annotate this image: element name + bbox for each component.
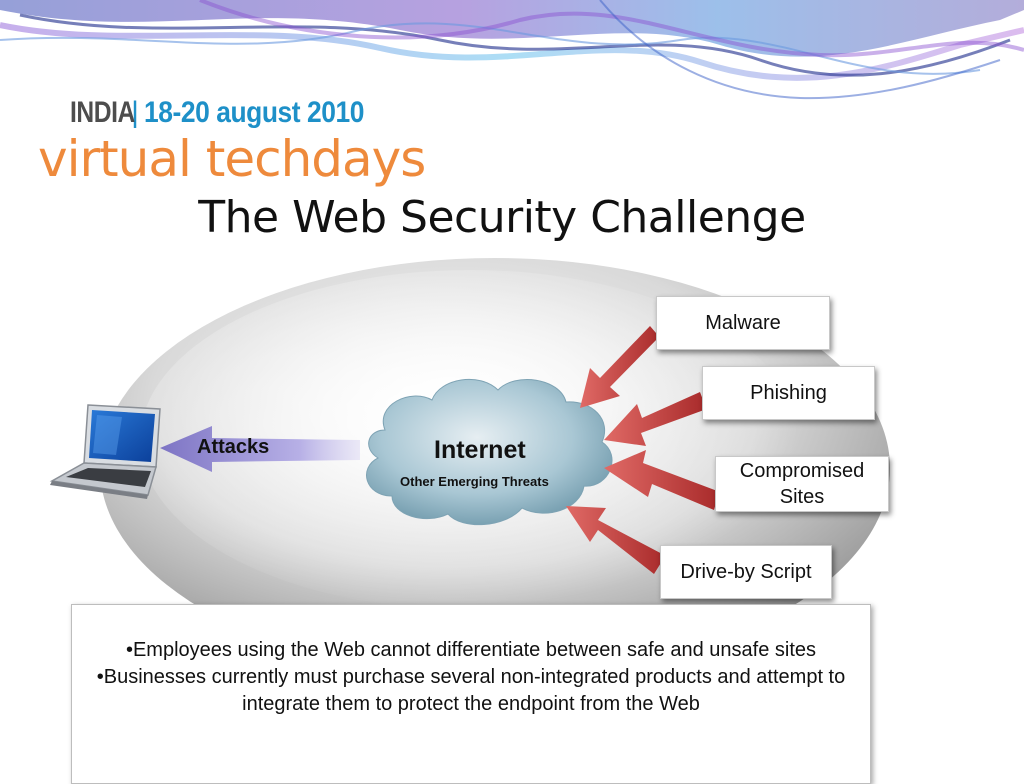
- phishing-arrow: [604, 392, 706, 446]
- malware-arrow: [580, 326, 662, 408]
- notes-box: •Employees using the Web cannot differen…: [71, 604, 871, 784]
- threat-label: Compromised Sites: [739, 460, 865, 508]
- threat-label: Drive-by Script: [680, 561, 812, 583]
- attacks-label: Attacks: [197, 436, 270, 458]
- event-dates: 18-20 august 2010: [144, 96, 365, 129]
- threat-box-compromised-sites: Compromised Sites: [715, 456, 889, 512]
- decorative-banner-swirl: [0, 0, 1024, 100]
- threat-label: Malware: [705, 312, 781, 334]
- threat-box-drive-by-script: Drive-by Script: [660, 545, 832, 599]
- header-separator: |: [131, 96, 139, 129]
- event-name: virtual techdays: [38, 130, 426, 188]
- laptop-icon: [49, 404, 161, 499]
- event-dates-header: INDIA|18-20 august 2010: [70, 96, 394, 130]
- slide-title: The Web Security Challenge: [198, 192, 806, 243]
- attacks-arrow: [160, 426, 360, 472]
- threat-label: Phishing: [750, 382, 827, 404]
- internet-cloud: [366, 378, 613, 526]
- threat-box-malware: Malware: [656, 296, 830, 350]
- note-bullet: •Employees using the Web cannot differen…: [125, 639, 817, 661]
- note-bullet: •Businesses currently must purchase seve…: [96, 666, 846, 715]
- compromised-sites-arrow: [604, 450, 720, 510]
- cloud-title: Internet: [434, 436, 526, 464]
- threat-box-phishing: Phishing: [702, 366, 875, 420]
- cloud-subtitle: Other Emerging Threats: [400, 474, 549, 489]
- country-label: INDIA: [70, 96, 135, 129]
- drive-by-script-arrow: [566, 506, 666, 574]
